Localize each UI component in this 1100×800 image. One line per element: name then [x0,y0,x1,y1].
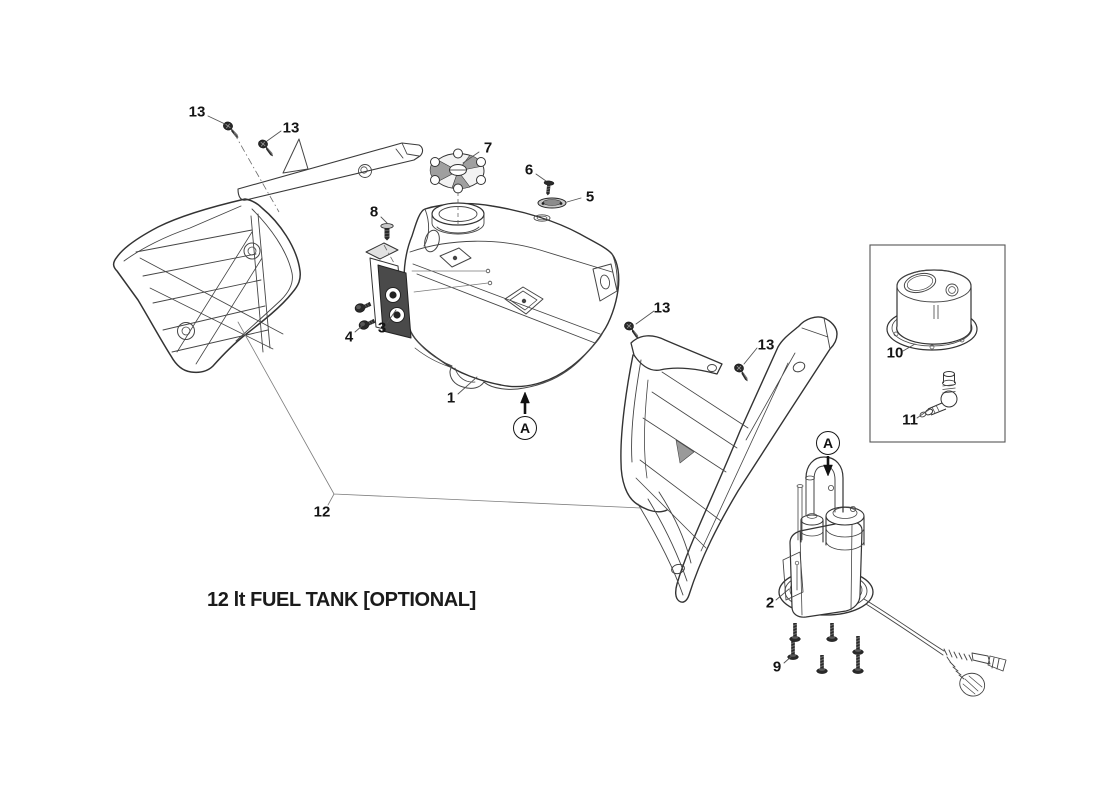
callout-3-mount-bracket: 3 [377,319,387,337]
callout-5-vent-plate: 5 [585,188,595,206]
panel-screw-right-2 [730,362,753,382]
fuel-tank [403,202,620,390]
construction-lines [233,132,395,264]
left-side-panel [112,138,424,374]
callout-4-bracket-screws: 4 [344,328,354,346]
diagram-title: 12 lt FUEL TANK [OPTIONAL] [207,589,476,611]
panel-screw-right-1 [621,320,643,340]
panel-screw-left-2 [255,138,277,157]
callout-8-bracket-screw: 8 [369,203,379,221]
callout-13-right-1: 13 [653,299,671,317]
view-arrows [520,391,833,477]
cap-screw [542,179,555,197]
mount-bracket [365,242,412,339]
callout-12-side-panels: 12 [313,503,331,521]
vent-plate [537,197,567,209]
callout-13-right-2: 13 [757,336,775,354]
pump-cover [886,269,978,351]
bracket-screw-upper [353,300,373,314]
callout-9-pump-screws: 9 [772,658,782,676]
pump-screws [787,622,864,675]
outlet-fitting [919,371,958,418]
callout-6-cap-screw: 6 [524,161,534,179]
fuel-pump-assembly [778,456,1007,697]
callout-2-fuel-pump: 2 [765,594,775,612]
callout-13-left-2: 13 [282,119,300,137]
right-side-panel [620,316,838,603]
bracket-screw-lower [357,317,377,331]
bracket-screw [380,223,394,241]
callout-13-left-1: 13 [188,103,206,121]
callout-7-fuel-cap: 7 [483,139,493,157]
fuel-cap [429,148,486,224]
leader-lines [207,115,931,664]
detail-inset-box [869,244,1006,443]
callout-1-fuel-tank: 1 [446,389,456,407]
callout-10-pump-cover: 10 [886,344,904,362]
view-marker-pump: A [816,431,840,455]
callout-11-outlet-fitting: 11 [902,411,918,429]
view-marker-tank: A [513,416,537,440]
